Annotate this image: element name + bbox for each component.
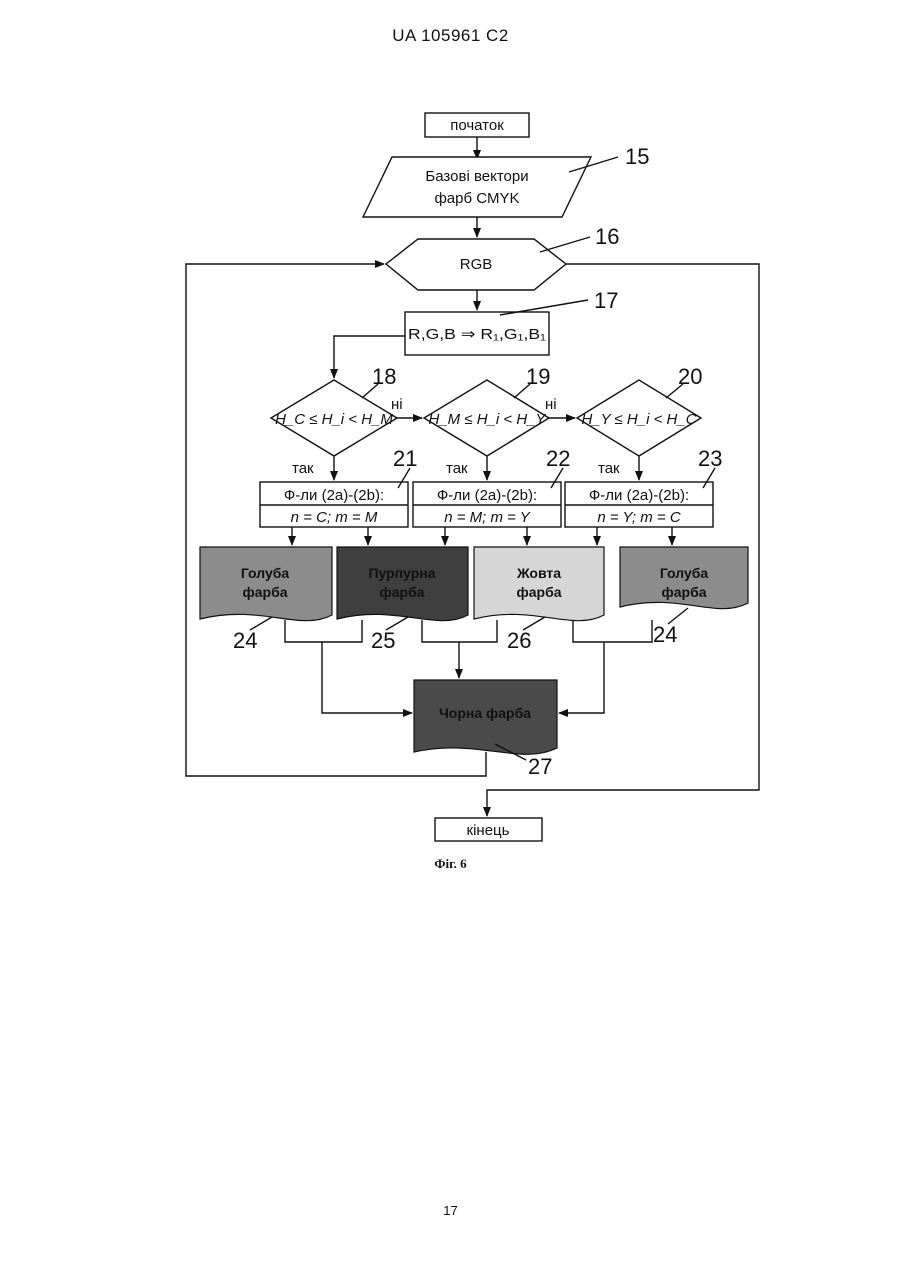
ink-cyan-2-line2: фарба xyxy=(661,584,706,600)
formula-23-line2: n = Y; m = C xyxy=(597,509,681,526)
ref-23: 23 xyxy=(698,446,722,471)
ink-black-label: Чорна фарба xyxy=(439,705,531,721)
ink-yellow-line2: фарба xyxy=(516,584,561,600)
decision-18-yes: так xyxy=(292,460,314,477)
decision-20-label: H_Y ≤ H_i < H_C xyxy=(581,411,696,428)
ink-cyan-2-line1: Голуба xyxy=(660,565,709,581)
decision-20: H_Y ≤ H_i < H_C 20 так xyxy=(577,364,702,477)
transform-label: R,G,B ⇒ R₁,G₁,B₁ xyxy=(408,326,546,343)
end-label: кінець xyxy=(467,822,510,839)
figure-caption: Фіг. 6 xyxy=(0,856,901,872)
ref-22: 22 xyxy=(546,446,570,471)
page-number: 17 xyxy=(0,1203,901,1218)
decision-19-no: ні xyxy=(545,396,557,413)
ink-cyan-1-line1: Голуба xyxy=(241,565,290,581)
ink-magenta-line2: фарба xyxy=(379,584,424,600)
formula-22-line2: n = M; m = Y xyxy=(444,509,531,526)
ref-26: 26 xyxy=(507,628,531,653)
input-cmyk-vectors: Базові вектори фарб CMYK 15 xyxy=(363,144,649,217)
ink-yellow: Жовта фарба 26 xyxy=(474,547,604,653)
ref-16: 16 xyxy=(595,224,619,249)
rgb-input: RGB 16 xyxy=(386,224,619,290)
ink-cyan-1-line2: фарба xyxy=(242,584,287,600)
ref-21: 21 xyxy=(393,446,417,471)
ref-15: 15 xyxy=(625,144,649,169)
ref-18: 18 xyxy=(372,364,396,389)
decision-18-label: H_C ≤ H_i < H_M xyxy=(275,411,393,428)
ref-24-a: 24 xyxy=(233,628,257,653)
transform-box: R,G,B ⇒ R₁,G₁,B₁ 17 xyxy=(405,288,618,355)
ref-24-b: 24 xyxy=(653,622,677,647)
ink-magenta: Пурпурна фарба 25 xyxy=(337,547,468,653)
formula-box-23: Ф-ли (2a)-(2b): n = Y; m = C 23 xyxy=(565,446,722,527)
input-line1: Базові вектори xyxy=(425,168,528,185)
ink-yellow-line1: Жовта xyxy=(516,565,561,581)
formula-box-21: Ф-ли (2a)-(2b): n = C; m = M 21 xyxy=(260,446,417,527)
start-label: початок xyxy=(450,117,504,134)
ref-25: 25 xyxy=(371,628,395,653)
decision-19: H_M ≤ H_i < H_Y 19 ні так xyxy=(424,364,557,477)
formula-21-line2: n = C; m = M xyxy=(291,509,378,526)
ref-20: 20 xyxy=(678,364,702,389)
ref-19: 19 xyxy=(526,364,550,389)
decision-19-label: H_M ≤ H_i < H_Y xyxy=(428,411,546,428)
formula-22-line1: Ф-ли (2a)-(2b): xyxy=(437,487,537,504)
decision-18-no: ні xyxy=(391,396,403,413)
formula-box-22: Ф-ли (2a)-(2b): n = M; m = Y 22 xyxy=(413,446,570,527)
ink-cyan-2: Голуба фарба 24 xyxy=(620,547,748,647)
start-terminal: початок xyxy=(425,113,529,137)
input-line2: фарб CMYK xyxy=(434,190,519,207)
ink-cyan-1: Голуба фарба 24 xyxy=(200,547,332,653)
ref-27: 27 xyxy=(528,754,552,779)
ink-magenta-line1: Пурпурна xyxy=(368,565,435,581)
formula-23-line1: Ф-ли (2a)-(2b): xyxy=(589,487,689,504)
end-terminal: кінець xyxy=(435,818,542,841)
decision-19-yes: так xyxy=(446,460,468,477)
decision-20-yes: так xyxy=(598,460,620,477)
decision-18: H_C ≤ H_i < H_M 18 ні так xyxy=(271,364,403,477)
ref-17: 17 xyxy=(594,288,618,313)
formula-21-line1: Ф-ли (2a)-(2b): xyxy=(284,487,384,504)
rgb-label: RGB xyxy=(460,256,493,273)
